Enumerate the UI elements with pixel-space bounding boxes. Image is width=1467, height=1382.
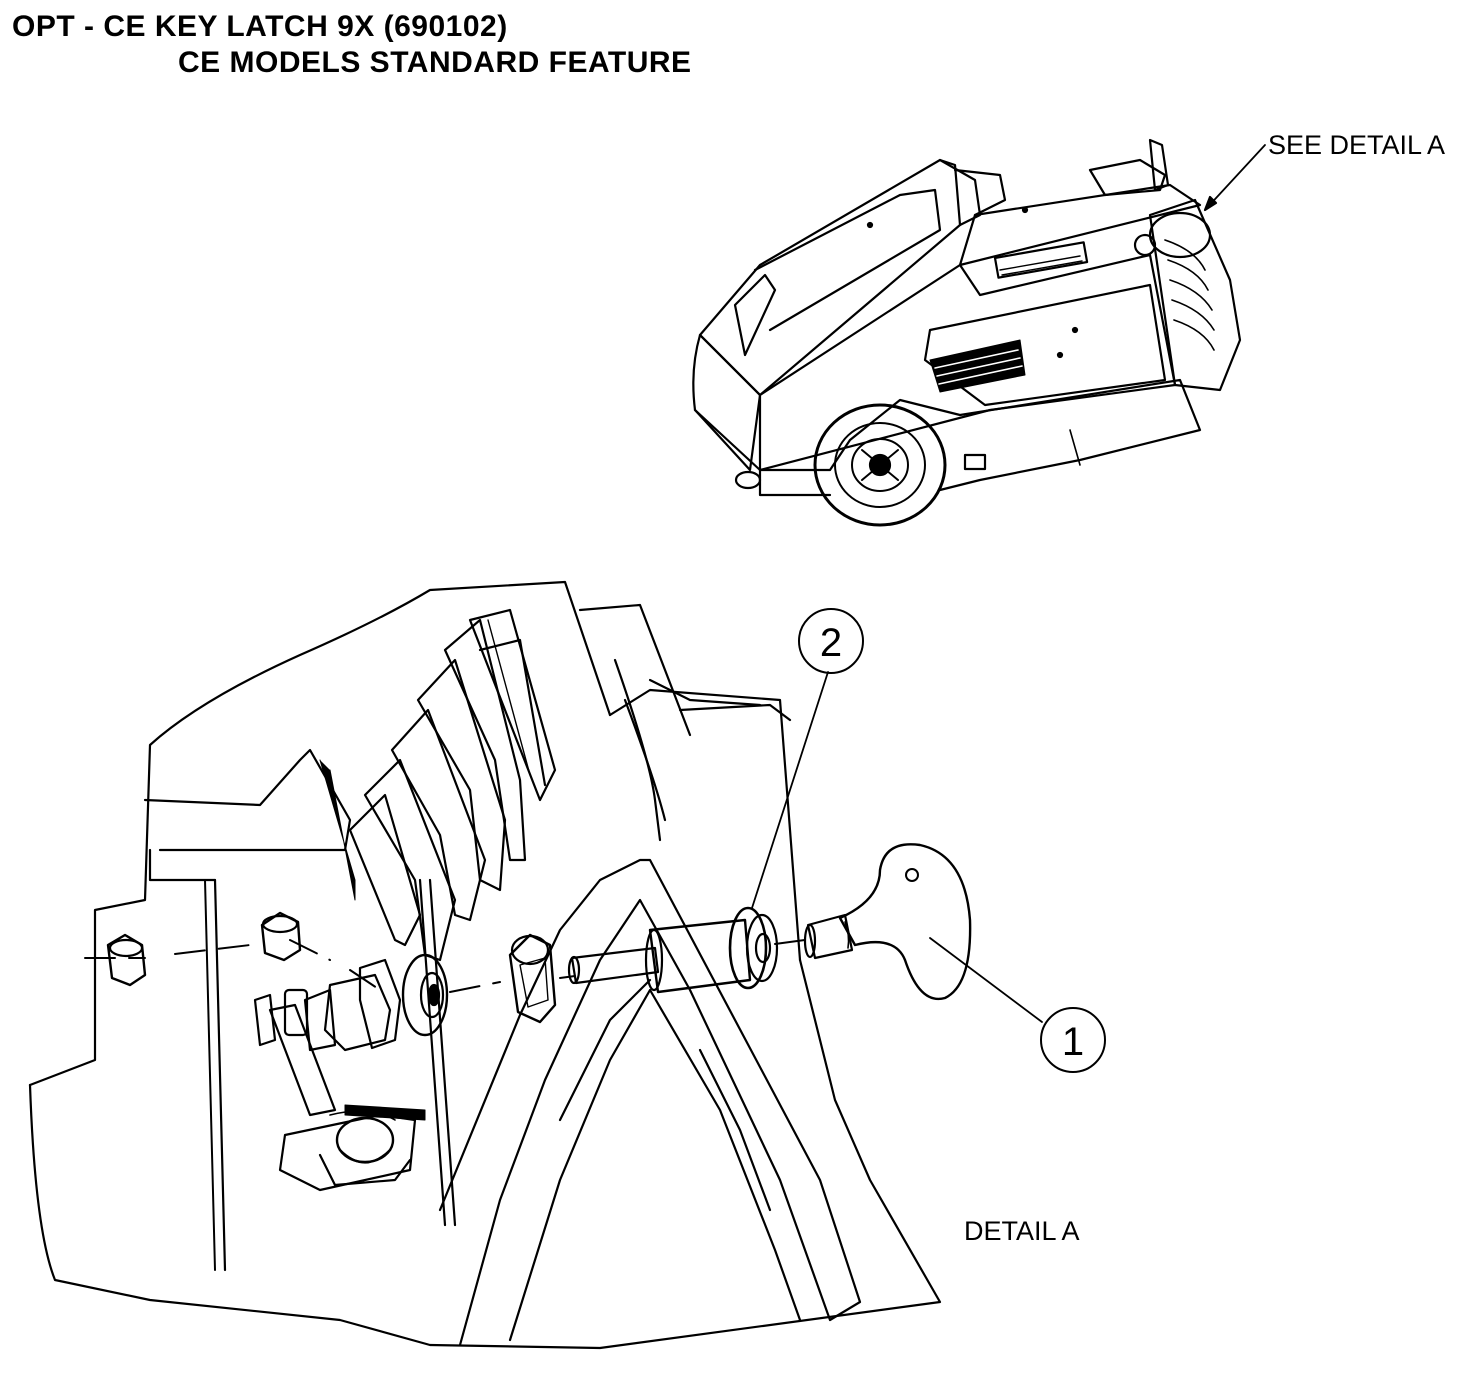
drawing-title: OPT - CE KEY LATCH 9X (690102) (12, 10, 508, 43)
balloon-1-number: 1 (1062, 1020, 1084, 1064)
balloon-leaders (751, 671, 1043, 1023)
drawing-subtitle: CE MODELS STANDARD FEATURE (178, 46, 692, 79)
see-detail-callout: SEE DETAIL A (1268, 130, 1446, 160)
balloon-1: 1 (1040, 1007, 1106, 1073)
balloon-2-number: 2 (820, 621, 842, 665)
detail-a-drawing (28, 580, 972, 1350)
balloon-2: 2 (798, 608, 864, 674)
detail-label: DETAIL A (964, 1216, 1080, 1246)
machine-overview (692, 138, 1266, 527)
